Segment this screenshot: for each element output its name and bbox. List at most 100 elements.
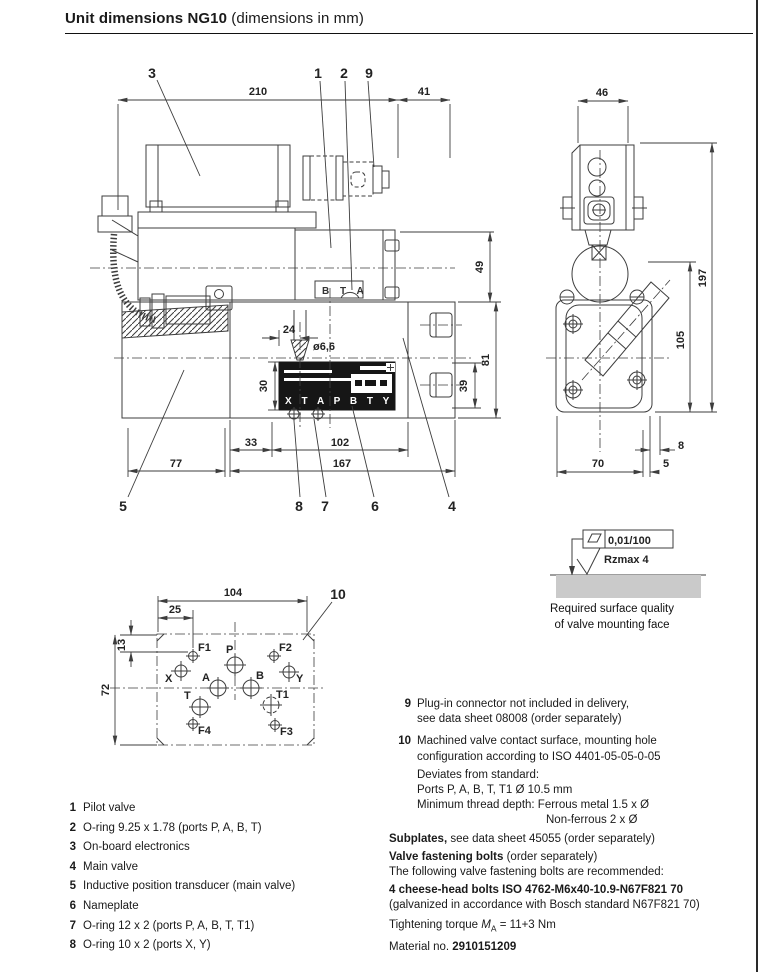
callout-5: 5	[119, 498, 127, 514]
dim-49: 49	[474, 261, 486, 273]
page-edge-rule	[756, 0, 758, 972]
material-line: Material no. 2910151209	[389, 941, 517, 954]
dim-102: 102	[331, 437, 349, 449]
dim-25: 25	[169, 604, 181, 616]
dim-24: 24	[283, 324, 296, 336]
legend-text: Pilot valve	[83, 802, 136, 814]
note-10-text: Machined valve contact surface, mounting…	[417, 735, 661, 763]
legend-num: 2	[69, 821, 76, 834]
legend-num: 1	[69, 802, 76, 814]
dim-30: 30	[258, 380, 270, 392]
notes-section: 9 Plug-in connector not included in deli…	[389, 697, 755, 958]
callout-9: 9	[365, 65, 373, 81]
port-label-p: P	[226, 644, 233, 656]
dim-46: 46	[596, 87, 608, 99]
legend-num: 7	[69, 919, 76, 932]
callout-10: 10	[330, 586, 346, 602]
dim-13: 13	[116, 639, 128, 651]
deviations-block: Deviates from standard: Ports P, A, B, T…	[417, 768, 755, 829]
callout-1: 1	[314, 65, 322, 81]
note-9-text: Plug-in connector not included in delive…	[417, 698, 630, 726]
side-centerlines	[546, 150, 672, 452]
callout-6: 6	[371, 498, 379, 514]
coil-hatch	[309, 155, 337, 201]
side-bolt-holes	[563, 314, 647, 400]
callout-4: 4	[448, 498, 456, 514]
title-divider	[65, 33, 753, 34]
callout-7: 7	[321, 498, 329, 514]
callout-2: 2	[340, 65, 348, 81]
dim-70: 70	[592, 458, 604, 470]
legend-num: 3	[69, 841, 76, 854]
legend-text: Inductive position transducer (main valv…	[83, 880, 296, 893]
mounting-pattern: 10 104 25 13 72 F1 F2 P X Y A B T T1 F4 …	[100, 586, 346, 746]
port-label-t: T	[184, 690, 191, 702]
callout-3: 3	[148, 65, 156, 81]
page-title-suffix: (dimensions in mm)	[227, 10, 364, 27]
note-9: 9 Plug-in connector not included in deli…	[389, 697, 755, 727]
subplates-note: Subplates, see data sheet 45055 (order s…	[389, 832, 655, 845]
nameplate-ports-text: X T A P B T Y	[285, 396, 393, 407]
pattern-corners	[156, 633, 315, 746]
material-number: 2910151209	[452, 941, 517, 954]
dim-5: 5	[663, 458, 669, 470]
note-10: 10 Machined valve contact surface, mount…	[389, 734, 755, 764]
dim-72: 72	[100, 684, 112, 696]
legend-num: 8	[69, 939, 76, 952]
cable-hose	[110, 233, 157, 324]
page-title: Unit dimensions NG10 (dimensions in mm)	[65, 10, 753, 27]
torque-symbol: M	[481, 918, 491, 931]
roughness-value: Rzmax 4	[604, 554, 650, 566]
deviations-line1: Deviates from standard:	[417, 768, 540, 781]
note-9-number: 9	[404, 698, 411, 710]
legend-text: O-ring 9.25 x 1.78 (ports P, A, B, T)	[83, 821, 262, 834]
legend-item-1: 1 Pilot valve	[63, 799, 295, 819]
dim-81: 81	[480, 354, 492, 366]
surface-caption-line2: of valve mounting face	[554, 619, 669, 631]
surface-bar	[556, 575, 701, 598]
dim-8: 8	[678, 440, 684, 452]
legend-text: On-board electronics	[83, 841, 190, 854]
note-10-number: 10	[398, 735, 411, 748]
legend-item-7: 7 O-ring 12 x 2 (ports P, A, B, T, T1)	[63, 917, 295, 937]
port-label-f1: F1	[198, 642, 211, 654]
front-centerlines	[90, 267, 472, 428]
port-label-f4: F4	[198, 725, 212, 737]
legend-text: Nameplate	[83, 899, 139, 912]
dim-197: 197	[697, 269, 709, 287]
front-view-body	[97, 144, 456, 421]
bolt-spec-bold: 4 cheese-head bolts ISO 4762-M6x40-10.9-…	[389, 884, 684, 897]
dim-33: 33	[245, 437, 257, 449]
port-label-f2: F2	[279, 642, 292, 654]
dim-210: 210	[249, 86, 267, 98]
bolt-spec-line2: (galvanized in accordance with Bosch sta…	[389, 899, 700, 912]
surface-quality: 0,01/100 Rzmax 4 Required surface qualit…	[550, 529, 706, 631]
deviations-line3: Minimum thread depth: Ferrous metal 1.5 …	[417, 799, 650, 812]
dim-77: 77	[170, 458, 182, 470]
bolt-spec: 4 cheese-head bolts ISO 4762-M6x40-10.9-…	[389, 883, 755, 913]
side-view-body	[555, 144, 670, 413]
port-label-x: X	[165, 673, 173, 685]
dim-105: 105	[675, 331, 687, 349]
legend-item-2: 2 O-ring 9.25 x 1.78 (ports P, A, B, T)	[63, 819, 295, 839]
surface-caption-line1: Required surface quality	[550, 603, 674, 615]
flatness-tolerance: 0,01/100	[608, 535, 651, 547]
page-title-bold: Unit dimensions NG10	[65, 10, 228, 27]
mounting-face-hatch	[121, 304, 229, 339]
legend-item-3: 3 On-board electronics	[63, 838, 295, 858]
port-marking-bta: B T A	[322, 286, 368, 297]
side-view: 46 197 105 8 70 5	[546, 87, 717, 477]
front-view: 3 1 2 9 5 8 7 6 4 210 41 33 102 167 77 4…	[90, 65, 501, 514]
legend-text: Main valve	[83, 860, 138, 873]
legend-text: O-ring 12 x 2 (ports P, A, B, T, T1)	[83, 919, 255, 932]
port-label-t1: T1	[276, 689, 289, 701]
dim-167: 167	[333, 458, 351, 470]
callout-8: 8	[295, 498, 303, 514]
dim-41: 41	[418, 86, 430, 98]
deviations-line2: Ports P, A, B, T, T1 Ø 10.5 mm	[417, 784, 573, 797]
torque-line: Tightening torque MA = 11+3 Nm	[389, 918, 556, 933]
